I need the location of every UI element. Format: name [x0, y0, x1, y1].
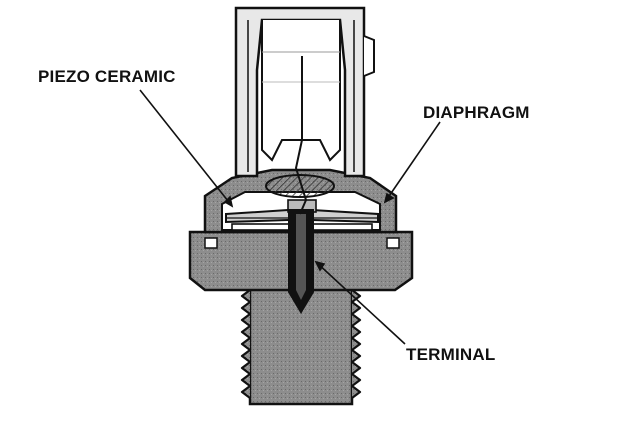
- leader-lines: [139, 89, 441, 345]
- terminal: [288, 56, 314, 314]
- label-terminal: TERMINAL: [406, 345, 495, 364]
- threaded-shank: [240, 280, 362, 406]
- label-piezo-ceramic: PIEZO CERAMIC: [38, 67, 176, 86]
- connector-shell: [234, 6, 375, 178]
- label-diaphragm: DIAPHRAGM: [423, 103, 530, 122]
- seismic-mass: [265, 174, 335, 198]
